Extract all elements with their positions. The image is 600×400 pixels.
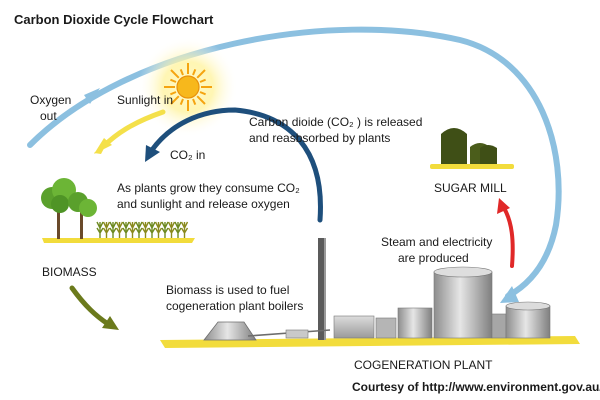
co2-released-label: Carbon dioide (CO₂ ) is released and rea… xyxy=(249,115,426,145)
cogeneration-plant-label: COGENERATION PLANT xyxy=(354,358,493,372)
oxygen-out-label: Oxygen out xyxy=(30,93,75,123)
biomass-label: BIOMASS xyxy=(42,265,97,279)
sunlight-arrow xyxy=(94,109,166,154)
co2-in-label: CO₂ in xyxy=(170,148,205,162)
sunlight-in-label: Sunlight in xyxy=(117,93,173,107)
sugar-mill-illustration xyxy=(430,128,514,169)
biomass-arrow xyxy=(69,285,119,330)
credit-line: Courtesy of http://www.environment.gov.a… xyxy=(352,380,600,394)
biomass-illustration xyxy=(41,178,195,243)
cogeneration-plant-illustration xyxy=(160,238,580,348)
steam-label: Steam and electricity are produced xyxy=(381,235,496,265)
sugar-mill-label: SUGAR MILL xyxy=(434,181,507,195)
biomass-fuel-label: Biomass is used to fuel cogeneration pla… xyxy=(166,283,303,313)
steam-arrow xyxy=(497,198,515,268)
plants-grow-label: As plants grow they consume CO₂ and sunl… xyxy=(117,181,303,211)
co2-arrow xyxy=(145,107,323,223)
diagram-title: Carbon Dioxide Cycle Flowchart xyxy=(14,12,214,27)
